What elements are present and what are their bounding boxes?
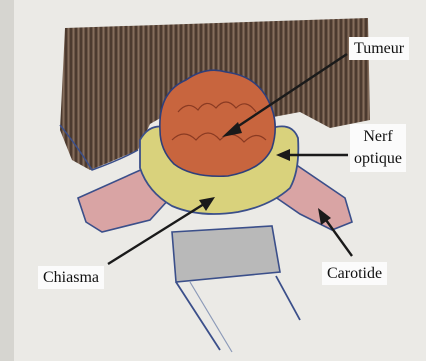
label-nerf-line2: optique <box>354 148 402 170</box>
tumor <box>160 70 275 176</box>
label-chiasma: Chiasma <box>38 266 104 289</box>
label-carotide-text: Carotide <box>327 265 382 282</box>
label-chiasma-text: Chiasma <box>43 269 99 286</box>
label-nerf-optique: Nerf optique <box>350 124 406 172</box>
label-tumeur: Tumeur <box>349 37 409 60</box>
pituitary-stalk <box>172 226 280 282</box>
label-carotide: Carotide <box>322 262 387 285</box>
label-tumeur-text: Tumeur <box>354 40 404 57</box>
photo-edge-shadow <box>0 0 14 361</box>
label-nerf-line1: Nerf <box>354 126 402 148</box>
